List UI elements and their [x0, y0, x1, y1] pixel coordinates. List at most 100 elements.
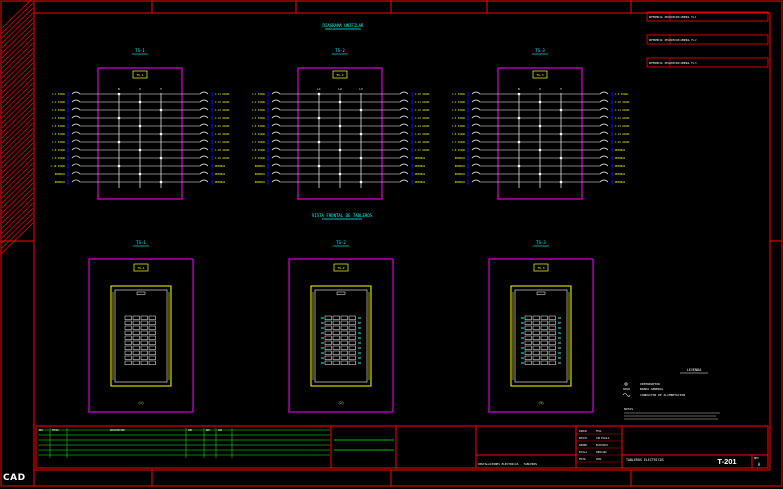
bus-node	[117, 92, 121, 96]
circuit-label: C-7 2X20A	[452, 141, 466, 144]
phase-label: L3	[359, 87, 363, 91]
breaker-symbol	[71, 171, 81, 175]
diagram-label-box	[532, 70, 548, 79]
breaker-slot	[132, 355, 140, 360]
breaker-slot	[524, 325, 532, 330]
breaker-slot	[540, 360, 548, 365]
breaker-symbol	[199, 139, 209, 143]
breaker-symbol	[271, 99, 281, 103]
breaker-slot	[332, 315, 340, 320]
revision-header: DESCRIPCION	[110, 429, 125, 432]
breaker-symbol	[399, 131, 409, 135]
breaker-symbol	[471, 99, 481, 103]
front-label-box	[133, 263, 149, 272]
phase-label: T	[160, 87, 162, 91]
phase-label: S	[539, 87, 541, 91]
breaker-slot	[540, 350, 548, 355]
breaker-slot	[332, 350, 340, 355]
breaker-slot	[132, 345, 140, 350]
breaker-symbol	[471, 107, 481, 111]
circuit-label: C-15 2X20A	[615, 141, 630, 144]
circuit-label: RESERVA	[455, 173, 466, 176]
bus-node	[117, 116, 121, 120]
breaker-symbol	[399, 171, 409, 175]
breaker-slot	[532, 340, 540, 345]
circuit-label: C-14 3X20A	[215, 117, 230, 120]
breaker-slot	[540, 345, 548, 350]
sheet-number: T-201	[717, 457, 736, 466]
breaker-slot	[324, 330, 332, 335]
breaker-symbol	[399, 139, 409, 143]
circuit-label: C-9 3X20A	[615, 93, 629, 96]
circuit-label: C-7 2X20A	[252, 141, 266, 144]
circuit-label: RESERVA	[615, 165, 626, 168]
bus-node	[338, 148, 342, 152]
rev-label: REV	[754, 456, 759, 460]
approval-label: REVISO	[579, 437, 588, 440]
bus-node	[359, 156, 363, 160]
breaker-slot	[148, 360, 156, 365]
breaker-slot	[132, 350, 140, 355]
breaker-symbol	[599, 163, 609, 167]
breaker-symbol	[599, 131, 609, 135]
approval-value: 2024	[596, 458, 602, 461]
project-name: INSTALACIONES ELECTRICAS - TABLEROS	[478, 462, 537, 466]
breaker-slot	[524, 360, 532, 365]
circuit-label: RESERVA	[415, 157, 426, 160]
breaker-slot	[348, 340, 356, 345]
revision-header: FECHA	[52, 429, 59, 432]
reference-text: REFERENCIA: DESCRIPCION GENERAL TS-2	[649, 39, 697, 42]
breaker-symbol	[71, 179, 81, 183]
circuit-label: RESERVA	[55, 181, 66, 184]
breaker-slot	[340, 315, 348, 320]
breaker-symbol	[71, 123, 81, 127]
circuit-label: RESERVA	[615, 173, 626, 176]
breaker-slot	[340, 340, 348, 345]
breaker-symbol	[271, 91, 281, 95]
cad-watermark: CAD	[3, 473, 26, 483]
breaker-symbol	[199, 147, 209, 151]
revision-header: REV	[206, 429, 211, 432]
breaker-slot	[532, 330, 540, 335]
diagram-label: TS-2	[336, 73, 343, 77]
phase-label: R	[118, 87, 120, 91]
phase-label: R	[518, 87, 520, 91]
breaker-symbol	[71, 91, 81, 95]
bus-node	[117, 164, 121, 168]
circuit-label: C-8 2X20A	[252, 149, 266, 152]
breaker-symbol	[471, 163, 481, 167]
front-label: TS-2	[337, 266, 344, 270]
reference-box: REFERENCIA: DESCRIPCION GENERAL TS-1	[646, 11, 769, 22]
breaker-slot	[332, 355, 340, 360]
breaker-slot	[348, 330, 356, 335]
breaker-symbol	[199, 163, 209, 167]
binding-hatch	[1, 0, 34, 254]
breaker-symbol	[471, 131, 481, 135]
breaker-slot	[540, 325, 548, 330]
breaker-slot	[324, 355, 332, 360]
breaker-slot	[148, 340, 156, 345]
breaker-slot	[524, 345, 532, 350]
breaker-slot	[132, 330, 140, 335]
diagram-label-box	[132, 70, 148, 79]
breaker-slot	[548, 315, 556, 320]
breaker-symbol	[199, 131, 209, 135]
breaker-slot	[548, 320, 556, 325]
front-view-ts-1: TS-1TS-1(1)	[88, 240, 194, 413]
diagram-label-box	[332, 70, 348, 79]
breaker-symbol	[471, 123, 481, 127]
breaker-slot	[548, 355, 556, 360]
circuit-label: C-2 3X20A	[52, 101, 66, 104]
front-tag: TS-1	[136, 240, 146, 245]
breaker-symbol	[71, 155, 81, 159]
approval-value: ELECTRICO	[596, 444, 609, 447]
reference-text: REFERENCIA: DESCRIPCION GENERAL TS-1	[649, 16, 697, 19]
circuit-label: RESERVA	[615, 157, 626, 160]
circuit-label: C-3 3X20A	[52, 109, 66, 112]
breaker-slot	[348, 335, 356, 340]
breaker-symbol	[199, 107, 209, 111]
phase-label: T	[560, 87, 562, 91]
breaker-symbol	[71, 115, 81, 119]
breaker-slot	[348, 325, 356, 330]
